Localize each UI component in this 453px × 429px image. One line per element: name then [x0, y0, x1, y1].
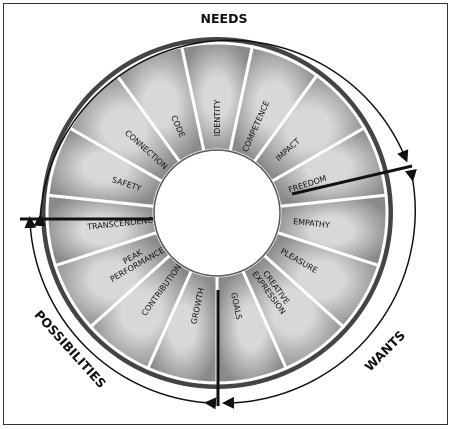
diagram-frame: [3, 3, 448, 425]
wants-label: WANTS: [362, 328, 409, 375]
possibilities-arc-arrow: [24, 216, 217, 410]
wants-arc-arrow: [222, 169, 417, 409]
segment-label: IDENTITY: [213, 100, 222, 137]
wheel-center-hole: [153, 149, 281, 277]
segment-label-line: IDENTITY: [213, 100, 222, 137]
needs-arc-arrow: [33, 39, 409, 227]
needs-label: NEEDS: [201, 11, 248, 26]
divider-needs-wants: [291, 164, 413, 196]
